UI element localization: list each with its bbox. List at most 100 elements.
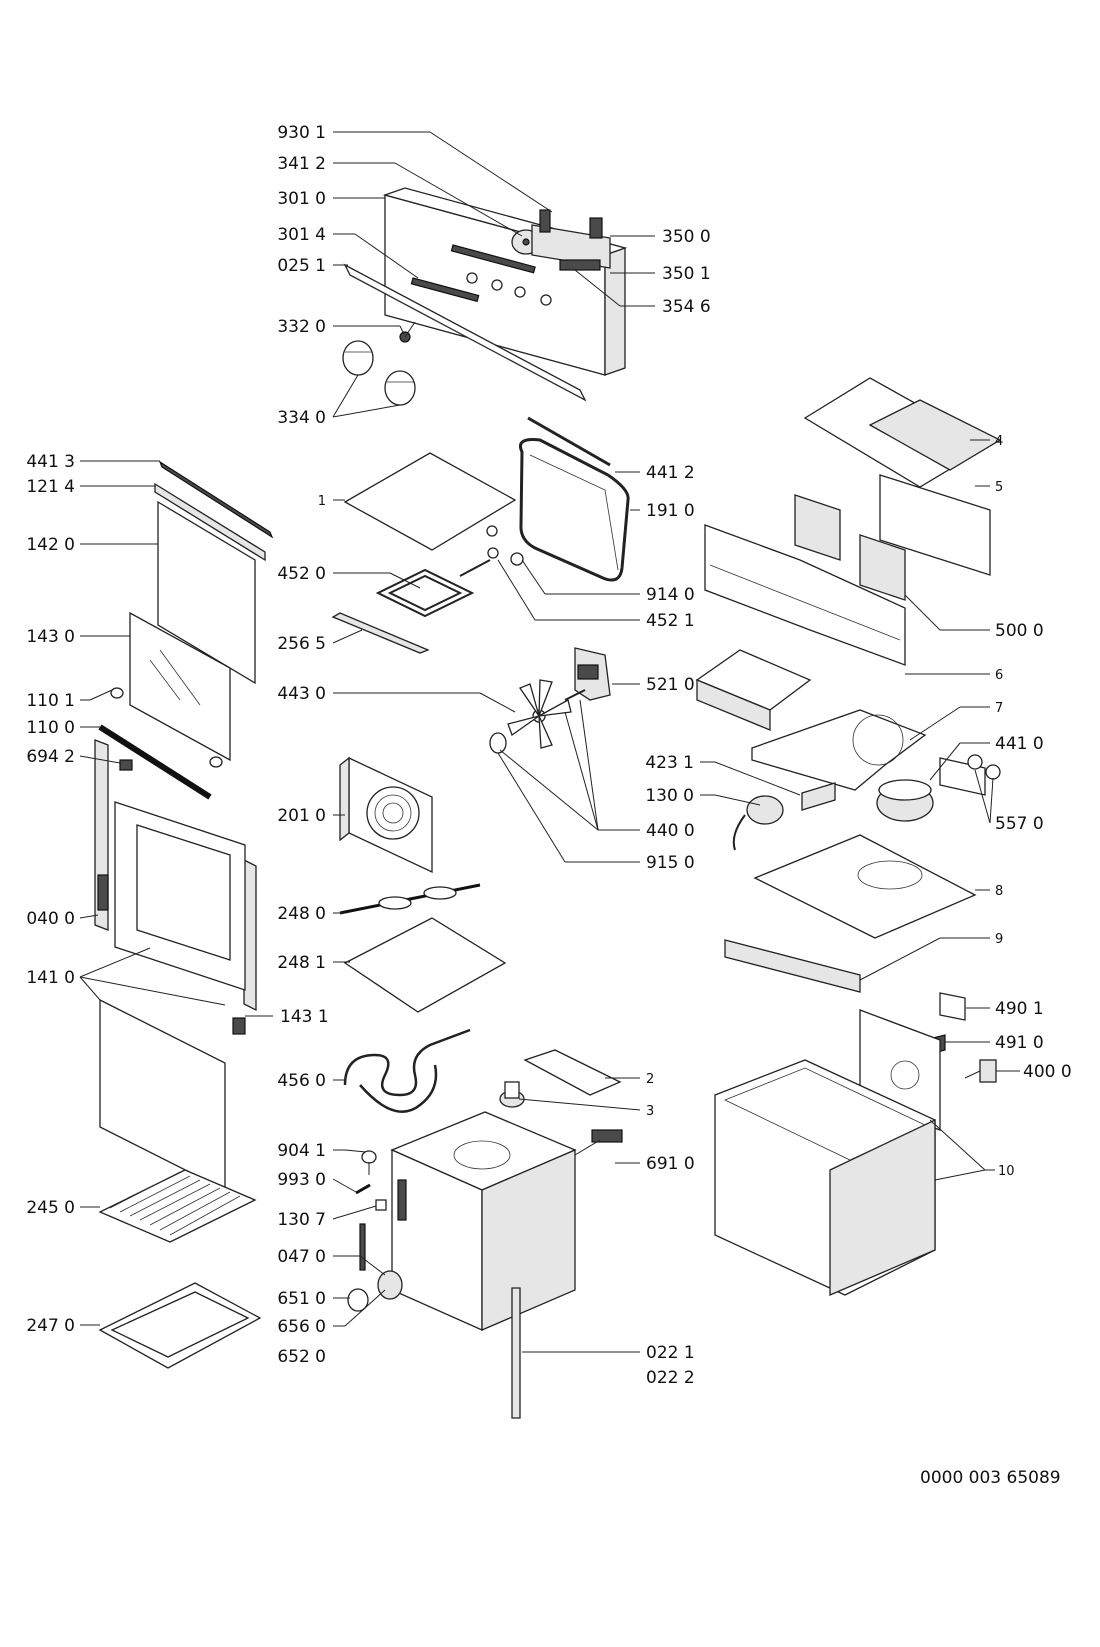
baking-tray-part [98, 1282, 262, 1369]
callout-130-7: 130 7 [277, 1210, 326, 1230]
callout-labels: 930 1 341 2 301 0 301 4 025 1 332 0 334 … [26, 123, 1071, 1388]
callout-350-1: 350 1 [662, 264, 711, 284]
callout-452-0: 452 0 [277, 564, 326, 584]
callout-2: 2 [646, 1072, 654, 1087]
callout-7: 7 [995, 701, 1003, 716]
base-plate-part [753, 834, 977, 939]
callout-8: 8 [995, 884, 1003, 899]
document-code: 0000 003 65089 [920, 1468, 1061, 1488]
callout-047-0: 047 0 [277, 1247, 326, 1267]
callout-10: 10 [998, 1164, 1015, 1179]
door-catch-part [574, 1129, 623, 1156]
side-runner-part [511, 1287, 521, 1419]
door-outer-glass-part [99, 998, 226, 1192]
callout-301-4: 301 4 [277, 225, 326, 245]
callout-656-0: 656 0 [277, 1317, 326, 1337]
fan-housing-part [751, 709, 927, 791]
leader-lines [79, 131, 1020, 1353]
callout-904-1: 904 1 [277, 1141, 326, 1161]
door-top-trim-part [154, 460, 274, 562]
front-trim-part [724, 939, 861, 993]
rotisserie-spit-part [339, 883, 481, 915]
callout-341-2: 341 2 [277, 154, 326, 174]
callout-3: 3 [646, 1104, 654, 1119]
callout-142-0: 142 0 [26, 535, 75, 555]
fan-washer-part [489, 732, 507, 754]
callout-423-1: 423 1 [645, 753, 694, 773]
callout-400-0: 400 0 [1023, 1062, 1072, 1082]
callout-452-1: 452 1 [646, 611, 695, 631]
screw-part [355, 1183, 387, 1211]
thermal-cutout-part [964, 1059, 997, 1083]
callout-915-0: 915 0 [646, 853, 695, 873]
lamp-holder-part [499, 1081, 525, 1108]
door-middle-glass-part [129, 611, 231, 762]
callout-301-0: 301 0 [277, 189, 326, 209]
callout-490-1: 490 1 [995, 999, 1044, 1019]
fan-blade-part [507, 679, 572, 749]
thermostat-knob-part [347, 1270, 403, 1312]
callout-022-1: 022 1 [646, 1343, 695, 1363]
callout-441-0: 441 0 [995, 734, 1044, 754]
switch-part [939, 992, 966, 1021]
callout-191-0: 191 0 [646, 501, 695, 521]
callout-143-0: 143 0 [26, 627, 75, 647]
callout-350-0: 350 0 [662, 227, 711, 247]
top-heating-element-part [375, 559, 491, 618]
callout-245-0: 245 0 [26, 1198, 75, 1218]
callout-441-2: 441 2 [646, 463, 695, 483]
callout-143-1: 143 1 [280, 1007, 329, 1027]
callout-248-1: 248 1 [277, 953, 326, 973]
glass-bracket-part [98, 687, 223, 800]
callout-040-0: 040 0 [26, 909, 75, 929]
callout-6: 6 [995, 668, 1003, 683]
cavity-bracket-part [523, 1049, 622, 1096]
panel-rail-part [343, 263, 587, 402]
callout-651-0: 651 0 [277, 1289, 326, 1309]
callout-247-0: 247 0 [26, 1316, 75, 1336]
seal-clip-part [527, 416, 611, 467]
callout-4: 4 [995, 434, 1003, 449]
cavity-roof-plate-part [343, 452, 517, 551]
callout-110-1: 110 1 [26, 691, 75, 711]
callout-332-0: 332 0 [277, 317, 326, 337]
door-seal-part [519, 438, 630, 582]
callout-121-4: 121 4 [26, 477, 75, 497]
door-inner-glass-part [157, 500, 256, 685]
rotisserie-frame-part [343, 917, 507, 1013]
callout-022-2: 022 2 [646, 1368, 695, 1388]
callout-491-0: 491 0 [995, 1033, 1044, 1053]
door-outer-frame-part [114, 801, 246, 991]
callout-256-5: 256 5 [277, 634, 326, 654]
knob-spindle-part [399, 321, 416, 343]
callout-930-1: 930 1 [277, 123, 326, 143]
lamp-cover-part [361, 1150, 377, 1175]
door-clip-part [232, 1017, 246, 1035]
outer-housing-part [714, 1059, 936, 1296]
callout-694-2: 694 2 [26, 747, 75, 767]
callout-025-1: 025 1 [277, 256, 326, 276]
callout-993-0: 993 0 [277, 1170, 326, 1190]
fan-cover-part [339, 756, 433, 874]
element-nut-part [486, 525, 524, 566]
fan-motor-part [564, 647, 611, 701]
callout-652-0: 652 0 [277, 1347, 326, 1367]
vent-panel-part [879, 474, 991, 576]
motor-part [732, 795, 784, 851]
element-bracket-part [331, 612, 430, 654]
callout-141-0: 141 0 [26, 968, 75, 988]
callout-9: 9 [995, 932, 1003, 947]
callout-110-0: 110 0 [26, 718, 75, 738]
callout-456-0: 456 0 [277, 1071, 326, 1091]
electronic-module-part [695, 649, 812, 731]
callout-691-0: 691 0 [646, 1154, 695, 1174]
lamp-switch-part [939, 754, 1001, 796]
control-knob-part [342, 340, 416, 406]
callout-201-0: 201 0 [277, 806, 326, 826]
callout-914-0: 914 0 [646, 585, 695, 605]
top-cover-part [803, 377, 1002, 488]
control-board-part [704, 494, 906, 666]
callout-521-0: 521 0 [646, 675, 695, 695]
wire-shelf-part [98, 1169, 257, 1243]
